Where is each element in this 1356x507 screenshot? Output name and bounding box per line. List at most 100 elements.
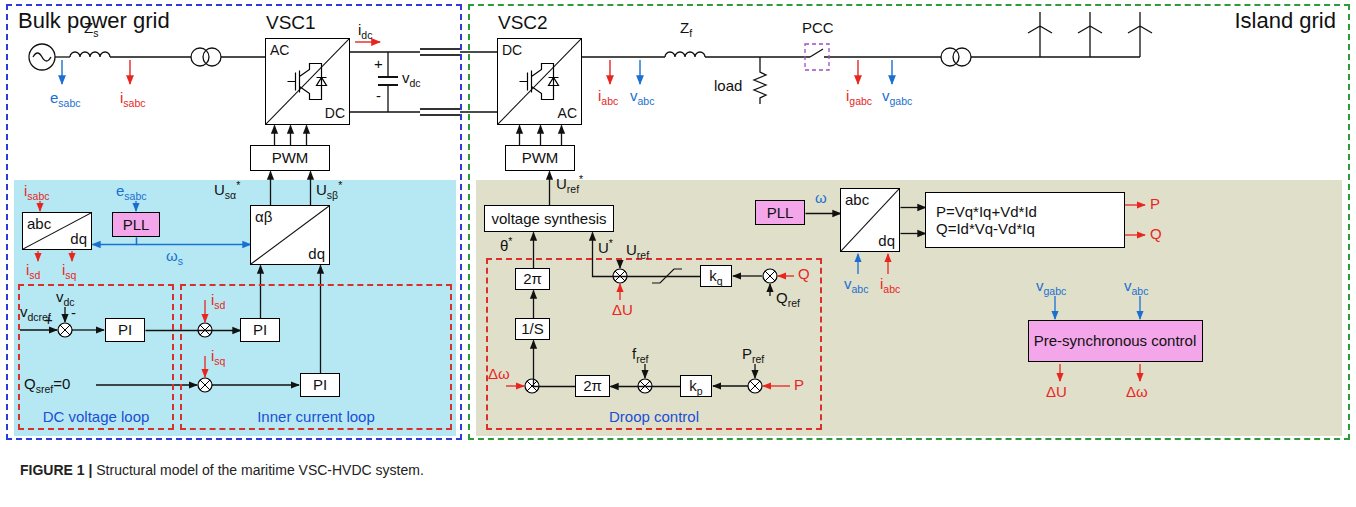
signal-connector bbox=[533, 233, 534, 269]
signal-label: ωs bbox=[166, 248, 183, 265]
diagonal-line bbox=[841, 189, 899, 251]
signal-label: P bbox=[1150, 196, 1160, 213]
igbt-symbol bbox=[288, 64, 327, 100]
control-panel bbox=[476, 180, 1342, 436]
block-text: kp bbox=[689, 377, 702, 394]
control-block: kq bbox=[700, 265, 732, 287]
block-text: abc bbox=[845, 191, 869, 208]
block-text: kq bbox=[709, 267, 722, 284]
signal-label: PCC bbox=[802, 20, 834, 37]
summing-junction bbox=[748, 379, 762, 393]
power-circuit bbox=[203, 48, 221, 66]
block-text: voltage synthesis bbox=[491, 210, 606, 227]
block-text: 1/S bbox=[521, 320, 544, 337]
region-title: Island grid bbox=[1234, 8, 1336, 33]
power-circuit bbox=[953, 48, 971, 66]
loop-title: Inner current loop bbox=[182, 408, 450, 425]
power-circuit bbox=[665, 52, 705, 57]
measure-arrows bbox=[891, 60, 892, 84]
measure-arrows bbox=[129, 60, 130, 84]
signal-connector bbox=[806, 213, 841, 214]
signal-label: P bbox=[794, 377, 804, 394]
block-text: PI bbox=[313, 376, 327, 393]
control-wires bbox=[733, 275, 762, 276]
block-text: dq bbox=[70, 230, 87, 247]
control-block: PI bbox=[105, 318, 145, 342]
control-wires bbox=[1059, 364, 1060, 381]
power-calc-box: P=Vq*Iq+Vd*IdQ=Id*Vq-Vd*Iq bbox=[925, 192, 1125, 248]
measure-arrows bbox=[857, 60, 858, 84]
power-circuit bbox=[387, 52, 388, 112]
signal-connector bbox=[611, 386, 681, 387]
signal-connector bbox=[534, 341, 576, 387]
signal-connector bbox=[260, 266, 261, 319]
block-text: abc bbox=[27, 215, 51, 232]
signal-label: Δω bbox=[1126, 384, 1148, 401]
block-text: DC bbox=[325, 105, 345, 121]
control-wires bbox=[778, 275, 794, 276]
control-block: 1/S bbox=[515, 318, 550, 340]
power-circuit bbox=[705, 49, 941, 57]
control-block: PWM bbox=[505, 145, 575, 171]
block-text: P=Vq*Iq+Vd*Id bbox=[936, 203, 1124, 220]
signal-label: vdc bbox=[56, 289, 75, 306]
grid-region: Bulk power gridVSC1ACDCabcdqPLLPWMαβdqDC… bbox=[6, 4, 462, 440]
loop-title: DC voltage loop bbox=[20, 408, 172, 425]
signal-connector bbox=[93, 238, 137, 245]
diagonal-line bbox=[498, 39, 581, 124]
control-wires bbox=[1139, 364, 1140, 381]
control-wires bbox=[204, 356, 205, 377]
control-wires bbox=[64, 307, 65, 322]
signal-connector bbox=[540, 126, 541, 146]
block-text: AC bbox=[270, 42, 289, 58]
power-circuit bbox=[70, 52, 110, 57]
power-circuit bbox=[754, 57, 766, 104]
control-wires bbox=[72, 329, 104, 330]
control-block: PLL bbox=[755, 200, 805, 225]
block-text: VSC2 bbox=[498, 12, 548, 34]
power-circuit bbox=[350, 52, 497, 112]
signal-label: isabc bbox=[24, 183, 50, 200]
signal-connector bbox=[549, 172, 550, 206]
block-text: VSC1 bbox=[266, 12, 316, 34]
control-wires bbox=[204, 300, 205, 322]
signal-label: U* bbox=[598, 240, 613, 257]
signal-label: load bbox=[714, 78, 742, 95]
power-circuit bbox=[110, 56, 265, 57]
signal-connector bbox=[561, 126, 562, 146]
block-text: Q=Id*Vq-Vd*Iq bbox=[936, 220, 1124, 237]
signal-label: esabc bbox=[50, 90, 81, 107]
signal-label: - bbox=[376, 88, 381, 105]
block-text: αβ bbox=[255, 208, 272, 225]
signal-label: Zf bbox=[680, 20, 692, 37]
loop-title: Droop control bbox=[488, 408, 820, 425]
power-circuit bbox=[1078, 12, 1102, 57]
control-wires bbox=[39, 201, 40, 211]
signal-label: isd bbox=[211, 292, 225, 309]
diagonal-line bbox=[251, 206, 329, 264]
converter-box: VSC2DCAC bbox=[497, 38, 582, 125]
signal-label: Zs bbox=[84, 20, 98, 37]
signal-connector bbox=[306, 126, 307, 146]
signal-label: ω bbox=[815, 190, 827, 207]
block-text: PWM bbox=[272, 149, 309, 166]
block-text: DC bbox=[502, 42, 522, 58]
signal-label: Uref bbox=[626, 242, 649, 259]
signal-label: isabc bbox=[120, 90, 146, 107]
summing-junction bbox=[58, 323, 72, 337]
signal-label: esabc bbox=[116, 183, 147, 200]
control-wires bbox=[619, 284, 620, 300]
signal-label: igabc bbox=[846, 88, 872, 105]
grid-region: Island gridVSC2DCACPWMvoltage synthesisP… bbox=[468, 4, 1350, 440]
signal-label: isd bbox=[26, 262, 40, 279]
control-loop-frame: DC voltage loop PI bbox=[18, 284, 174, 430]
control-wires bbox=[887, 254, 888, 274]
block-text: PWM bbox=[522, 149, 559, 166]
diagonal-line bbox=[266, 39, 349, 124]
signal-label: Qref bbox=[776, 290, 800, 307]
control-wires bbox=[857, 254, 858, 274]
signal-label: Usβ* bbox=[316, 182, 342, 199]
